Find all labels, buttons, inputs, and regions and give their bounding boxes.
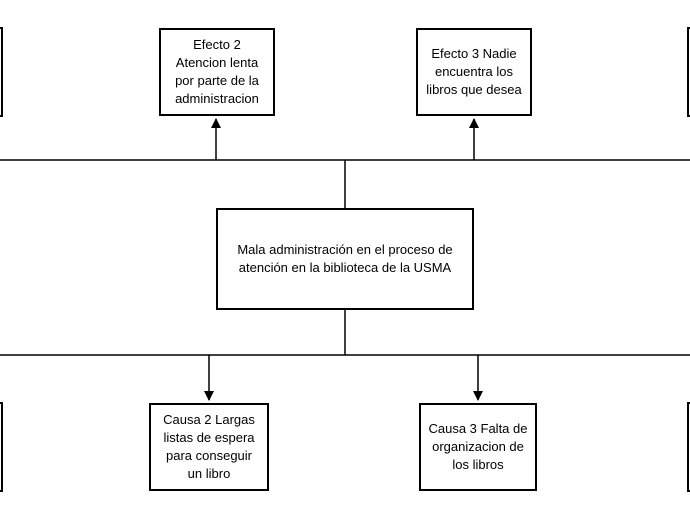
cause-1-box-partial xyxy=(0,402,3,492)
cause-2-box: Causa 2 Largas listas de espera para con… xyxy=(149,403,269,491)
cause-2-label: Causa 2 Largas listas de espera para con… xyxy=(163,412,255,481)
cause-3-label: Causa 3 Falta de organizacion de los lib… xyxy=(428,421,528,472)
cause-4-box-partial xyxy=(687,402,690,492)
problem-box: Mala administración en el proceso de ate… xyxy=(216,208,474,310)
effect-2-box: Efecto 2 Atencion lenta por parte de la … xyxy=(159,28,275,116)
problem-label: Mala administración en el proceso de ate… xyxy=(237,242,453,275)
effect-3-box: Efecto 3 Nadie encuentra los libros que … xyxy=(416,28,532,116)
effect-2-label: Efecto 2 Atencion lenta por parte de la … xyxy=(175,37,259,106)
effect-1-box-partial xyxy=(0,27,3,117)
effect-4-box-partial xyxy=(687,27,690,117)
effect-3-label: Efecto 3 Nadie encuentra los libros que … xyxy=(426,46,522,97)
cause-3-box: Causa 3 Falta de organizacion de los lib… xyxy=(419,403,537,491)
